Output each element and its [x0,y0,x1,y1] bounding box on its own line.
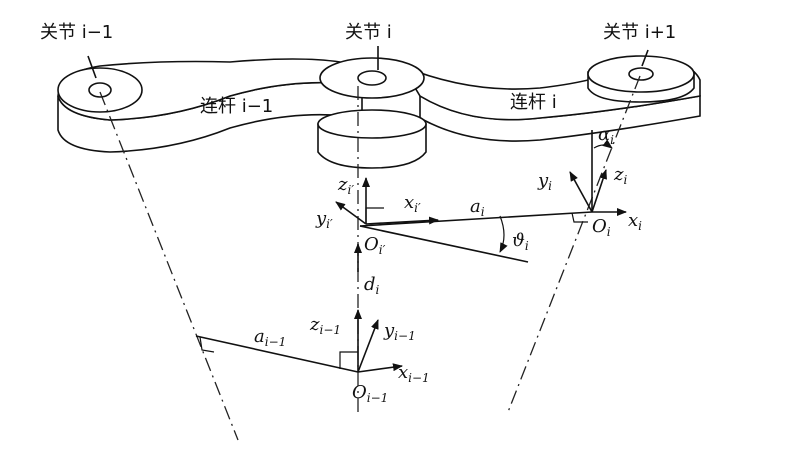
theta-arc [499,215,508,253]
normal-a-prev [195,335,359,373]
label-o-prev: Oi−1 [352,382,388,405]
joint-axis-next [507,75,641,413]
axis-y-i [569,171,593,213]
axis-x-ip [365,216,439,225]
label-o-ip: Oi′ [364,234,386,257]
label-joint-next: 关节 i+1 [603,22,676,43]
axis-x-prev [357,363,403,373]
label-theta: ϑi [512,230,529,253]
label-joint-prev: 关节 i−1 [40,22,113,43]
label-alpha: αi [598,124,614,147]
label-z-i: zi [613,164,627,187]
axis-z-i [591,169,607,213]
label-x-i: xi [628,210,642,233]
label-joint-cur: 关节 i [345,22,392,43]
label-link-cur: 连杆 i [510,92,557,113]
label-z-ip: zi′ [337,174,354,197]
labels: 关节 i−1 关节 i 关节 i+1 连杆 i−1 连杆 i αi zi′ yi… [40,22,676,405]
label-x-ip: xi′ [404,192,421,215]
axis-y-ip [335,201,367,225]
label-x-prev: xi−1 [398,362,430,385]
joint-axis-prev [99,91,239,441]
label-a-prev: ai−1 [254,326,286,349]
label-y-i: yi [537,170,552,193]
label-y-ip: yi′ [315,208,333,231]
normal-a-i [359,211,593,227]
label-y-prev: yi−1 [383,320,416,343]
link-bodies [57,55,701,169]
label-a-i: ai [470,196,485,219]
label-d-i: di [364,274,380,297]
geometry [195,130,627,373]
label-z-prev: zi−1 [309,314,341,337]
axis-y-prev [357,319,379,373]
alpha-arc [593,139,613,149]
label-o-i: Oi [592,216,611,239]
theta-reference-line [359,225,529,263]
label-link-prev: 连杆 i−1 [200,96,273,117]
